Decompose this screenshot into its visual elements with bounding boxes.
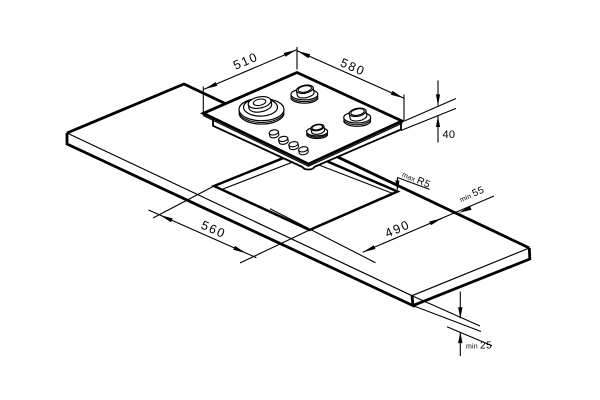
svg-text:min 55: min 55 <box>458 185 486 205</box>
svg-text:min 25: min 25 <box>466 341 492 352</box>
svg-text:40: 40 <box>443 129 456 141</box>
